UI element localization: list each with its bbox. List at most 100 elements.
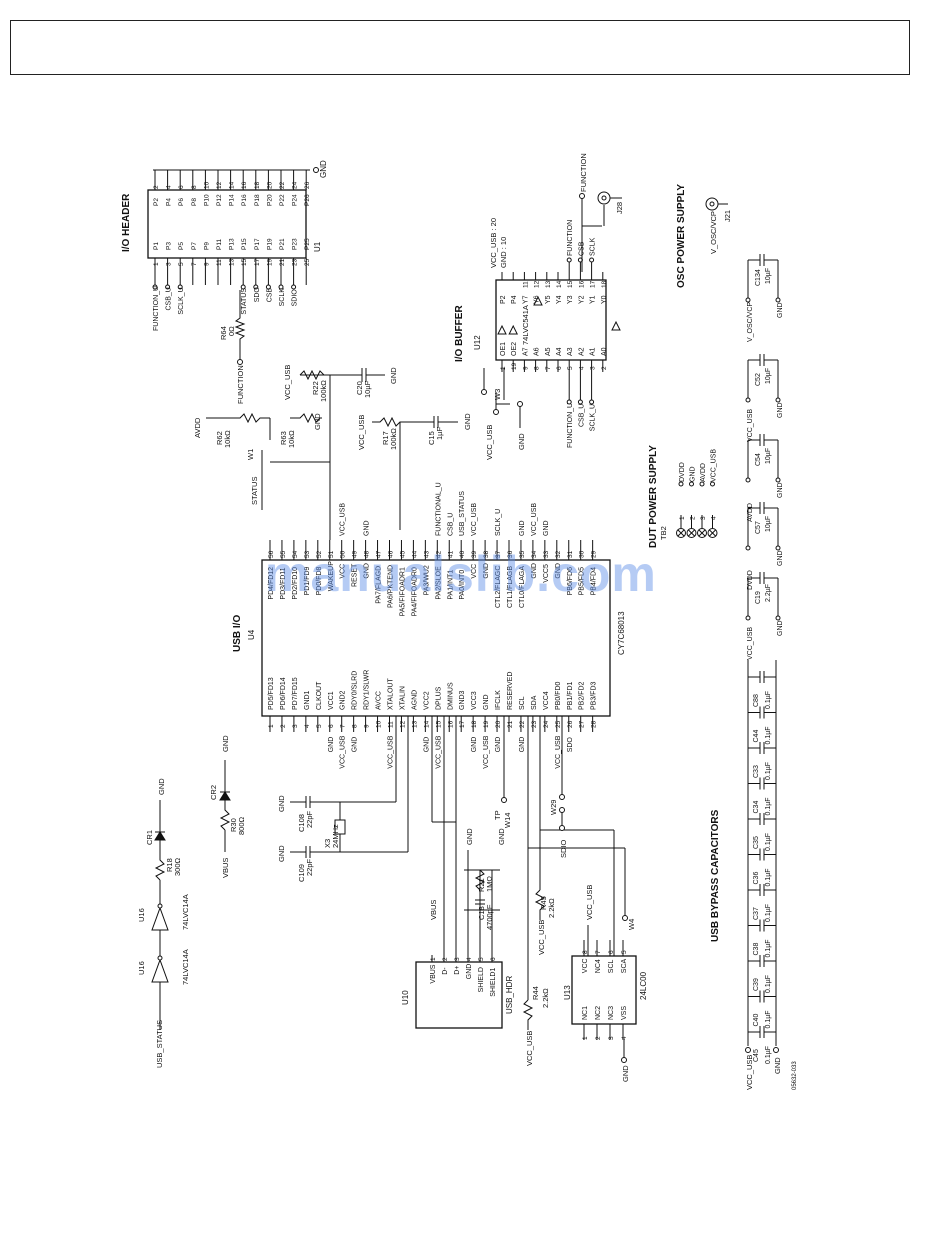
header-pin-number: 7 — [191, 262, 198, 266]
watermark: manualslib.com — [265, 546, 657, 602]
header-pin-number: 24 — [292, 181, 299, 189]
r45-val: 2.2kΩ — [547, 898, 556, 918]
crystal-x3 — [290, 716, 409, 858]
header-pin-number: 4 — [166, 185, 173, 189]
u4-net-label: VCC_USB — [388, 735, 395, 768]
u4-pin-name: PB6/FD6 — [567, 567, 574, 596]
vcc-usb-label: VCC_USB — [585, 885, 594, 920]
status-label: STATUS — [250, 477, 259, 505]
c109-val: 22pF — [305, 858, 314, 876]
header-pin-label: P24 — [292, 194, 299, 206]
u12-pin-number: 17 — [590, 280, 597, 288]
header-signal-label: SDIO — [292, 289, 299, 307]
u4-pin-number: 54 — [292, 550, 299, 558]
u4-pin-number: 22 — [519, 720, 526, 728]
u12-pin-number: 4 — [578, 366, 585, 370]
header-pin-label: P16 — [241, 194, 248, 206]
bypass-cap-ref: C38 — [753, 943, 760, 956]
u4-pin-name: PA0/INT0 — [459, 570, 466, 600]
tb2-pin-name: DVDD — [679, 462, 686, 482]
u4-pin-number: 33 — [543, 550, 550, 558]
header-pin-label: P15 — [241, 238, 248, 250]
dut-cap-net: VCC_USB — [747, 409, 754, 442]
u4-pin-name: VCC — [340, 564, 347, 579]
u4-pin-number: 1 — [268, 724, 275, 728]
header-signal-label: SCLK_U — [178, 287, 185, 314]
vcc-usb-label: VCC_USB — [485, 425, 494, 460]
u13-pin-number: 6 — [608, 950, 615, 954]
u4-pin-number: 23 — [531, 720, 538, 728]
dut-cap-ref: C19 — [755, 591, 762, 604]
r17-val: 100kΩ — [389, 428, 398, 450]
r64-val: 0Ω — [227, 326, 236, 336]
header-pin-number: 12 — [216, 181, 223, 189]
u4-pin-name: IFCLK — [495, 690, 502, 710]
u4-pin-name: PD1/FD9 — [304, 567, 311, 596]
u4-pin-name: GND — [555, 563, 562, 579]
gnd-label: GND — [389, 367, 398, 384]
u12-pin-name: A1 — [590, 347, 597, 356]
u4-pin-number: 2 — [280, 724, 287, 728]
header-pin-label: P8 — [191, 198, 198, 206]
u4-pin-number: 44 — [411, 550, 418, 558]
r22-val: 100kΩ — [319, 380, 328, 402]
u12-part: 74LVC541A — [521, 305, 530, 345]
u4-pin-name: SDA — [531, 695, 538, 710]
u12-pin-name: P2 — [500, 295, 507, 304]
u12-pin-name: Y7 — [522, 295, 529, 304]
u4-pin-number: 4 — [304, 724, 311, 728]
u4-ref: U4 — [247, 629, 256, 640]
i2c-lines — [522, 716, 628, 1030]
u4-pin-name: PA2/SLOE — [435, 566, 442, 600]
u4-pin-name: PB3/FD3 — [591, 681, 598, 710]
u16-inverters — [151, 800, 169, 1030]
u12-pin-name: OE1 — [500, 342, 507, 356]
u4-pin-name: XTALOUT — [388, 678, 395, 710]
u4-pin-number: 31 — [567, 550, 574, 558]
u12-pin-number: 3 — [590, 366, 597, 370]
r62-r63-w1 — [206, 412, 330, 510]
u4-pin-number: 51 — [328, 550, 335, 558]
u10-ref: U10 — [401, 990, 410, 1005]
r63-val: 10kΩ — [287, 430, 296, 448]
u10-pin-name: VBUS — [430, 964, 437, 983]
u4-pin-name: AVCC — [376, 691, 383, 710]
gnd-label: GND — [277, 845, 286, 862]
u4-pin-name: CLKOUT — [316, 681, 323, 710]
bypass-cap-ref: C37 — [753, 907, 760, 920]
u12-pin-number: 2 — [601, 366, 608, 370]
u4-net-label: VCC_USB — [435, 735, 442, 768]
u4-pin-number: 43 — [423, 550, 430, 558]
header-signal-label: SCLK — [279, 288, 286, 307]
header-pin-label: P11 — [216, 239, 223, 250]
u4-pin-name: GND — [531, 563, 538, 579]
tb2-pin-name: GND — [690, 466, 697, 482]
header-pin-number: 15 — [241, 258, 248, 266]
u4-pin-name: VCC4 — [543, 691, 550, 710]
gnd-label: GND — [497, 828, 506, 845]
header-pin-number: 17 — [254, 258, 261, 266]
u4-pin-name: PD4/FD12 — [268, 567, 275, 600]
osc-power-title: OSC POWER SUPPLY — [676, 184, 687, 288]
u4-net-label: GND — [471, 737, 478, 753]
u4-net-label: VCC_USB — [340, 735, 347, 768]
u4-pin-number: 37 — [495, 550, 502, 558]
dut-cap-net: V_OSC/VCP — [747, 302, 754, 342]
u4-net-label: VCC_USB — [471, 503, 478, 536]
u12-pin-name: A7 — [522, 347, 529, 356]
u4-net-label: FUNCTIONAL_U — [435, 482, 442, 536]
header-pin-number: 20 — [266, 181, 273, 189]
u12-pin-number: 12 — [534, 280, 541, 288]
u4-pin-name: PD7/FD15 — [292, 677, 299, 710]
r63-ref: R63 — [279, 431, 288, 445]
u4-pin-number: 13 — [411, 720, 418, 728]
u4-pin-name: VCC5 — [543, 564, 550, 583]
u4-net-label: GND — [423, 737, 430, 753]
header-pin-label: P23 — [292, 238, 299, 250]
gnd-label: GND — [319, 160, 328, 178]
c20-val: 10µF — [363, 380, 372, 398]
io-buffer-title: I/O BUFFER — [454, 305, 465, 362]
usb-bypass-title: USB BYPASS CAPACITORS — [710, 809, 721, 942]
gnd-label: GND — [621, 1065, 630, 1082]
